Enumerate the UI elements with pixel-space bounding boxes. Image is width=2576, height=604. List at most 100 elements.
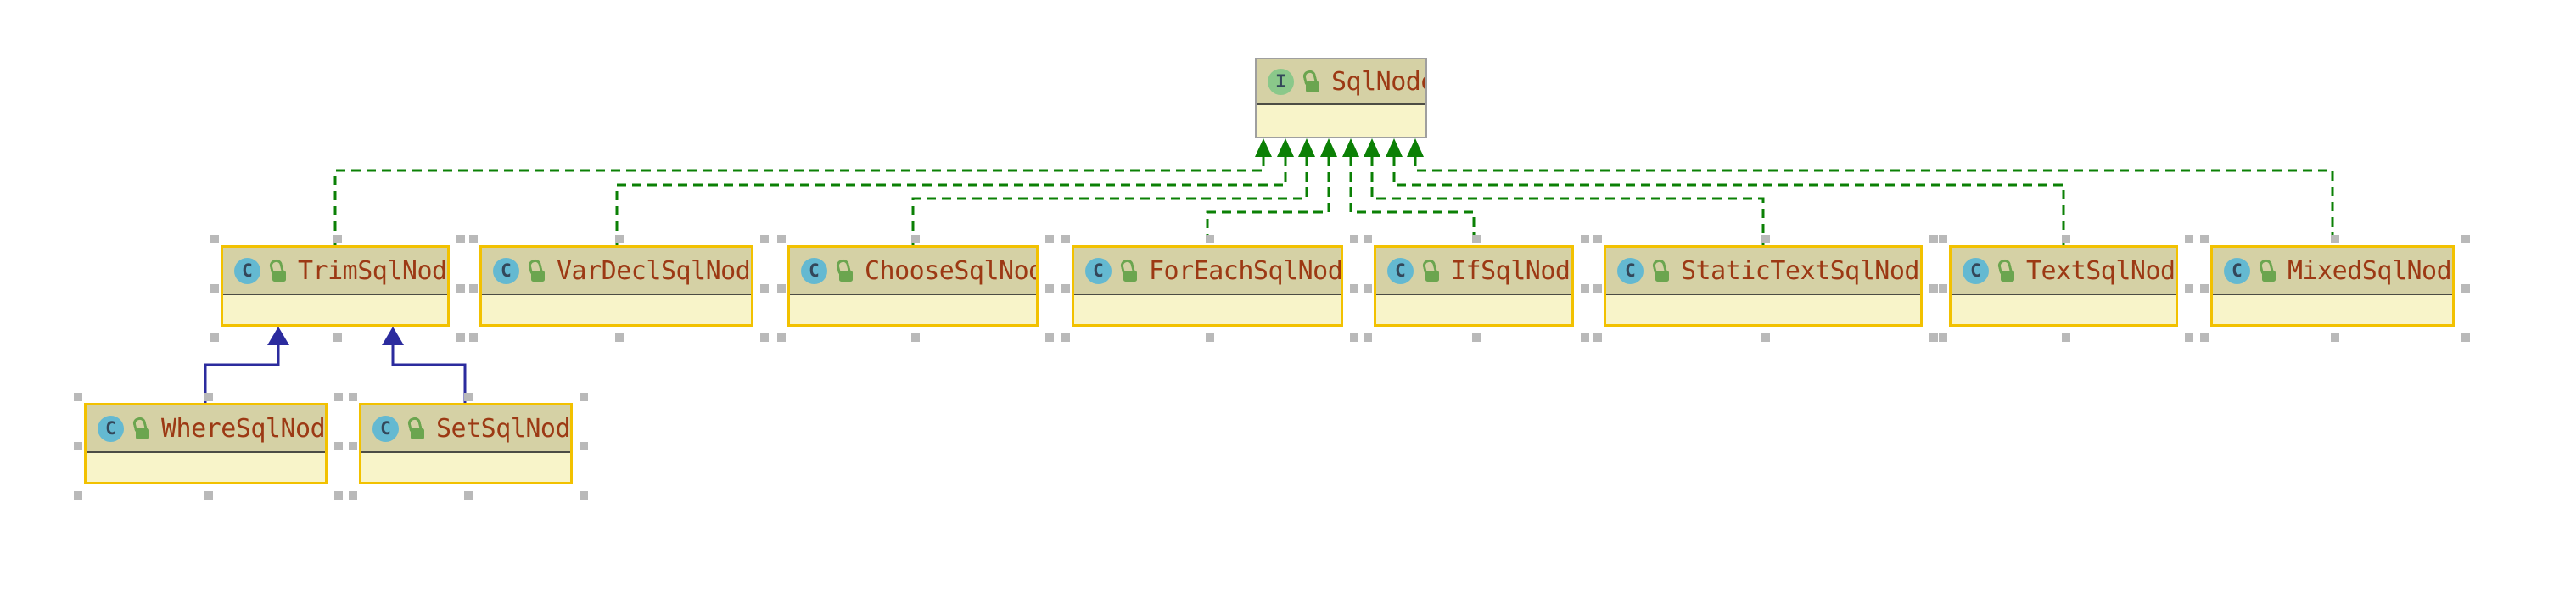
selection-handle[interactable] [349,442,357,450]
selection-handle[interactable] [1350,284,1358,293]
selection-handle[interactable] [2200,333,2209,342]
selection-handle[interactable] [760,235,769,243]
selection-handle[interactable] [1061,284,1070,293]
realization-edge-TrimSqlNode[interactable] [333,138,1272,245]
selection-handle[interactable] [1581,284,1589,293]
selection-handle[interactable] [1939,333,1947,342]
selection-handle[interactable] [1061,235,1070,243]
selection-handle[interactable] [2200,284,2209,293]
uml-node-ChooseSqlNode[interactable]: CChooseSqlNode [777,235,1054,342]
selection-handle[interactable] [334,491,343,500]
selection-handle[interactable] [456,235,465,243]
realization-edge-VarDeclSqlNode[interactable] [615,138,1294,245]
selection-handle[interactable] [1929,284,1938,293]
selection-handle[interactable] [1593,333,1602,342]
selection-handle[interactable] [2461,333,2470,342]
uml-node-IfSqlNode[interactable]: CIfSqlNode [1364,235,1589,342]
selection-handle[interactable] [74,442,82,450]
selection-handle[interactable] [210,284,219,293]
selection-handle[interactable] [760,333,769,342]
selection-handle[interactable] [2062,333,2070,342]
realization-edge-TextSqlNode[interactable] [1386,138,2065,245]
selection-handle[interactable] [777,333,786,342]
selection-handle[interactable] [1761,333,1770,342]
selection-handle[interactable] [1350,333,1358,342]
selection-handle[interactable] [580,491,588,500]
selection-handle[interactable] [1472,235,1481,243]
selection-handle[interactable] [1364,284,1372,293]
selection-handle[interactable] [777,284,786,293]
selection-handle[interactable] [204,393,213,401]
selection-handle[interactable] [1364,235,1372,243]
uml-node-SetSqlNode[interactable]: CSetSqlNode [349,393,588,500]
selection-handle[interactable] [210,333,219,342]
selection-handle[interactable] [74,491,82,500]
selection-handle[interactable] [469,284,478,293]
selection-handle[interactable] [349,491,357,500]
selection-handle[interactable] [911,333,920,342]
selection-handle[interactable] [469,235,478,243]
selection-handle[interactable] [614,235,624,243]
selection-handle[interactable] [2331,235,2339,243]
selection-handle[interactable] [333,333,342,342]
inheritance-edge-WhereSqlNode[interactable] [204,327,289,403]
selection-handle[interactable] [2461,284,2470,293]
selection-handle[interactable] [456,333,465,342]
selection-handle[interactable] [1206,235,1214,243]
selection-handle[interactable] [1581,333,1589,342]
selection-handle[interactable] [614,333,624,342]
selection-handle[interactable] [456,284,465,293]
selection-handle[interactable] [2331,333,2339,342]
realization-edge-ForEachSqlNode[interactable] [1206,138,1337,245]
selection-handle[interactable] [334,393,343,401]
realization-edge-StaticTextSqlNode[interactable] [1364,138,1765,245]
inheritance-edge-SetSqlNode[interactable] [382,327,467,403]
selection-handle[interactable] [210,235,219,243]
realization-edge-ChooseSqlNode[interactable] [911,138,1315,245]
selection-handle[interactable] [2185,284,2193,293]
selection-handle[interactable] [1593,284,1602,293]
selection-handle[interactable] [469,333,478,342]
selection-handle[interactable] [349,393,357,401]
selection-handle[interactable] [464,393,473,401]
selection-handle[interactable] [1939,235,1947,243]
selection-handle[interactable] [1593,235,1602,243]
selection-handle[interactable] [1929,333,1938,342]
selection-handle[interactable] [204,491,213,500]
selection-handle[interactable] [580,393,588,401]
selection-handle[interactable] [1581,235,1589,243]
selection-handle[interactable] [2200,235,2209,243]
selection-handle[interactable] [2185,235,2193,243]
selection-handle[interactable] [1364,333,1372,342]
selection-handle[interactable] [1045,333,1054,342]
selection-handle[interactable] [2461,235,2470,243]
selection-handle[interactable] [334,442,343,450]
selection-handle[interactable] [1761,235,1770,243]
selection-handle[interactable] [580,442,588,450]
selection-handle[interactable] [333,235,342,243]
realization-edge-IfSqlNode[interactable] [1342,138,1476,245]
selection-handle[interactable] [1045,284,1054,293]
selection-handle[interactable] [911,235,920,243]
selection-handle[interactable] [74,393,82,401]
selection-handle[interactable] [1472,333,1481,342]
selection-handle[interactable] [777,235,786,243]
selection-handle[interactable] [2185,333,2193,342]
selection-handle[interactable] [1061,333,1070,342]
realization-edge-MixedSqlNode[interactable] [1407,138,2334,245]
selection-handle[interactable] [1350,235,1358,243]
selection-handle[interactable] [1939,284,1947,293]
selection-handle[interactable] [2062,235,2070,243]
selection-handle[interactable] [464,491,473,500]
selection-handle[interactable] [1045,235,1054,243]
selection-handle[interactable] [1929,235,1938,243]
